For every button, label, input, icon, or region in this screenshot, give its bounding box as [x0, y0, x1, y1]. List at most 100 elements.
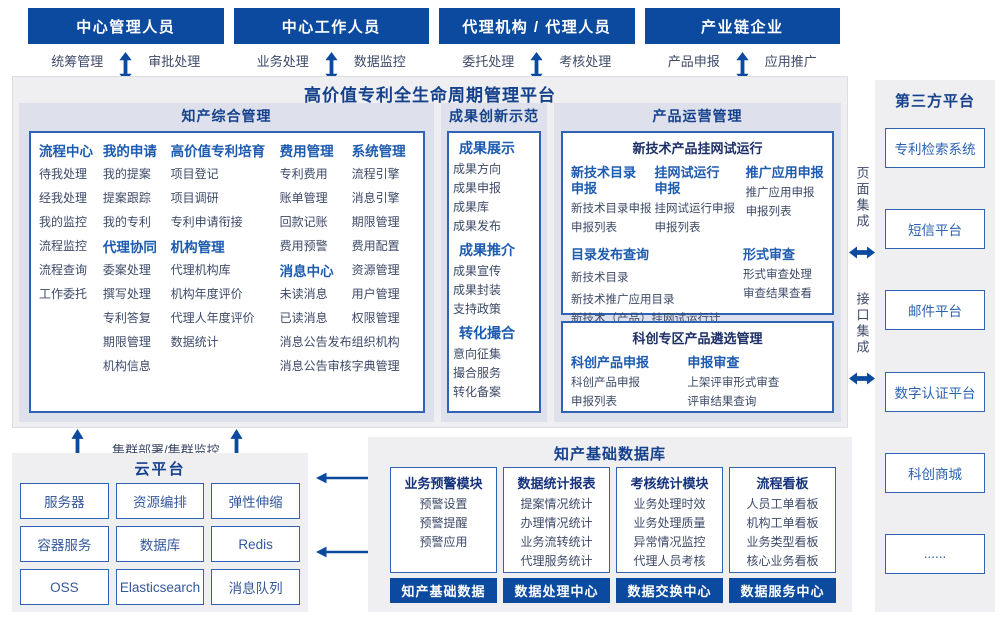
db-module-item: 核心业务看板 [746, 554, 819, 568]
cloud-service-item: 数据库 [115, 526, 205, 562]
menu-item: 待我处理 [39, 167, 88, 181]
db-module-item: 预警提醒 [419, 516, 468, 530]
menu-item: 流程查询 [39, 263, 88, 277]
role-action-label: 产品申报 [667, 53, 720, 69]
db-module-item: 人员工单看板 [746, 497, 819, 511]
db-module: 流程看板 人员工单看板机构工单看板业务类型看板核心业务看板 数据服务中心 [729, 467, 836, 603]
api-integration-label: 接口集成 [854, 292, 870, 356]
menu-group-heading: 系统管理 [351, 144, 406, 159]
menu-group-heading: 申报审查 [687, 355, 740, 370]
inner-box-title: 新技术产品挂网试运行 [632, 141, 763, 156]
menu-group-heading: 消息中心 [279, 264, 334, 279]
db-module-box: 业务预警模块 预警设置预警提醒预警应用 [390, 467, 497, 573]
menu-item: 数据统计 [170, 335, 219, 349]
platform-container: 高价值专利全生命周期管理平台 知产综合管理 流程中心 待我处理经我处理我的监控流… [12, 76, 848, 428]
db-module-footer: 数据处理中心 [503, 578, 610, 603]
menu-item: 专利申请衔接 [170, 215, 243, 229]
role-center-staff: 中心工作人员 业务处理 数据监控 [233, 8, 429, 76]
db-module-heading: 业务预警模块 [404, 476, 483, 491]
menu-item: 账单管理 [279, 191, 328, 205]
menu-group-heading: 成果展示 [459, 140, 515, 156]
menu-item: 我的监控 [39, 215, 88, 229]
role-sublabels: 统筹管理 审批处理 [28, 44, 224, 76]
menu-group-heading: 代理协同 [102, 240, 157, 255]
menu-item: 代理人年度评价 [170, 311, 255, 325]
role-header: 产业链企业 [644, 8, 840, 44]
menu-item: 提案跟踪 [102, 191, 151, 205]
third-party-item: 科创商城 [885, 452, 985, 493]
menu-item: 成果方向 [453, 162, 502, 176]
menu-group-heading: 流程中心 [39, 144, 93, 159]
menu-item: 费用预警 [279, 239, 328, 253]
menu-item: 回款记账 [279, 215, 328, 229]
third-party-item: 专利检索系统 [885, 128, 985, 168]
role-header: 中心管理人员 [28, 8, 224, 44]
menu-item: 挂网试运行申报 [654, 203, 735, 215]
menu-item: 意向征集 [453, 347, 502, 361]
cloud-service-item: Elasticsearch [115, 569, 205, 605]
db-module-item: 业务流转统计 [520, 535, 593, 549]
menu-item: 评审结果查询 [687, 396, 757, 408]
menu-item: 流程监控 [39, 239, 88, 253]
ip-comprehensive-box: 流程中心 待我处理经我处理我的监控流程监控流程查询工作委托 我的申请 我的提案提… [29, 131, 425, 413]
menu-item: 上架评审形式审查 [687, 377, 780, 389]
db-module-item: 业务处理时效 [633, 497, 706, 511]
menu-item: 成果发布 [453, 219, 502, 233]
db-module-item: 业务类型看板 [746, 535, 819, 549]
menu-item: 未读消息 [279, 287, 328, 301]
menu-item: 科创产品申报 [571, 377, 640, 389]
cloud-platform-title: 云平台 [134, 461, 186, 478]
cloud-service-item: 消息队列 [211, 569, 300, 605]
section-title: 产品运营管理 [652, 108, 743, 124]
section-title: 成果创新示范 [449, 108, 539, 124]
menu-item: 项目登记 [170, 167, 219, 181]
db-module-item: 异常情况监控 [633, 535, 706, 549]
menu-item: 成果申报 [453, 181, 502, 195]
menu-column: 流程中心 待我处理经我处理我的监控流程监控流程查询工作委托 [39, 139, 103, 405]
menu-item: 用户管理 [351, 287, 400, 301]
menu-item: 资源管理 [351, 263, 400, 277]
third-party-item: 短信平台 [885, 209, 985, 250]
menu-item: 我的专利 [102, 215, 151, 229]
menu-group-heading: 科创产品申报 [571, 355, 650, 370]
role-action-label: 委托处理 [462, 53, 515, 69]
menu-group-heading: 目录发布查询 [571, 247, 650, 262]
db-module-heading: 数据统计报表 [517, 476, 596, 491]
menu-item: 申报列表 [571, 222, 617, 234]
menu-item: 期限管理 [102, 335, 151, 349]
role-sublabels: 产品申报 应用推广 [645, 44, 841, 76]
third-party-item: ...... [885, 533, 985, 574]
section-product-operation: 产品运营管理 新技术产品挂网试运行 新技术目录申报 新技术目录申报申报列表 挂网… [554, 103, 841, 422]
menu-item: 撮合服务 [453, 366, 502, 380]
db-module-item: 业务处理质量 [633, 516, 706, 530]
db-module-item: 代理服务统计 [520, 554, 593, 568]
double-arrow-horizontal-icon [849, 246, 875, 259]
menu-group-heading: 转化撮合 [459, 325, 515, 341]
api-integration: 接口集成 [849, 286, 875, 385]
menu-group-heading: 推广应用申报 [745, 165, 824, 180]
menu-column: 高价值专利培育 项目登记项目调研专利申请衔接 机构管理 代理机构库机构年度评价代… [171, 139, 280, 405]
section-ip-comprehensive: 知产综合管理 流程中心 待我处理经我处理我的监控流程监控流程查询工作委托 我的申… [19, 103, 434, 422]
db-module: 业务预警模块 预警设置预警提醒预警应用 知产基础数据 [390, 467, 497, 603]
menu-item: 申报列表 [745, 206, 792, 218]
cloud-service-item: 弹性伸缩 [211, 483, 300, 519]
db-module-item: 预警设置 [419, 497, 468, 511]
menu-item: 成果封装 [453, 283, 502, 297]
role-center-admin: 中心管理人员 统筹管理 审批处理 [28, 8, 224, 76]
menu-column: 费用管理 专利费用账单管理回款记账费用预警 消息中心 未读消息已读消息消息公告发… [280, 139, 352, 405]
menu-column: 系统管理 流程引擎消息引擎期限管理费用配置资源管理用户管理权限管理组织机构字典管… [352, 139, 416, 405]
db-module-item: 代理人员考核 [633, 554, 706, 568]
role-sublabels: 委托处理 考核处理 [439, 44, 635, 76]
achievement-box: 成果展示 成果方向成果申报成果库成果发布 成果推介 成果宣传成果封装支持政策 转… [447, 131, 541, 413]
role-action-label: 考核处理 [559, 53, 612, 69]
menu-item: 新技术目录 [571, 272, 629, 284]
menu-group-heading: 我的申请 [102, 144, 157, 159]
menu-group-heading: 形式审查 [743, 247, 796, 262]
db-module-heading: 流程看板 [756, 476, 809, 491]
menu-item: 流程引擎 [351, 167, 400, 181]
menu-item: 我的提案 [102, 167, 151, 181]
db-module-box: 考核统计模块 业务处理时效业务处理质量异常情况监控代理人员考核 [616, 467, 723, 573]
role-header: 代理机构 / 代理人员 [439, 8, 635, 44]
